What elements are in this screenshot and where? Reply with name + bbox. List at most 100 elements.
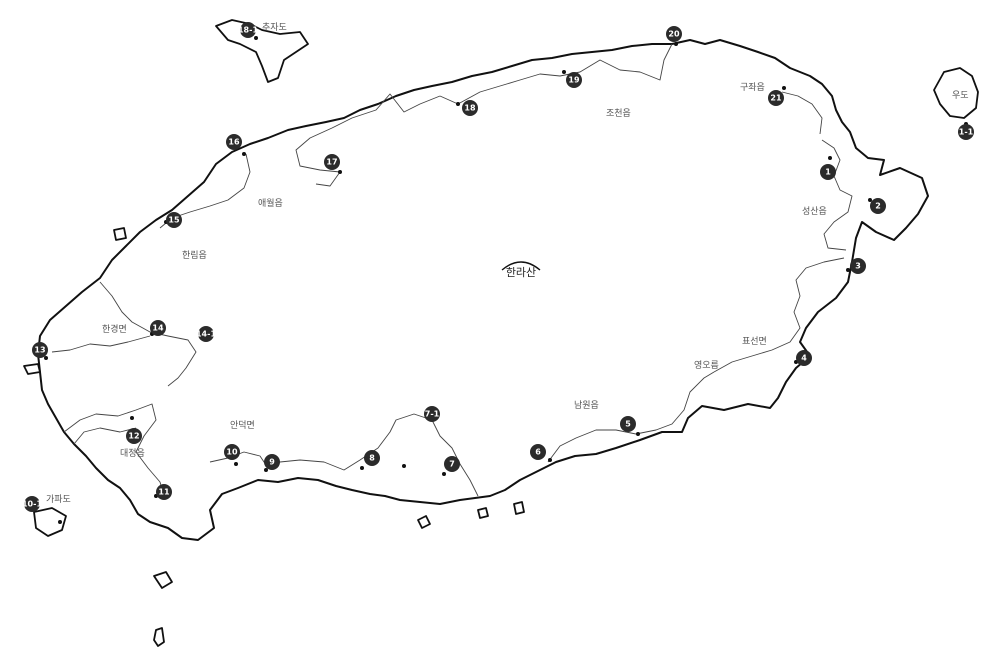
location-dot	[58, 520, 62, 524]
region-label-gujwa: 구좌읍	[740, 82, 765, 93]
marker-21[interactable]: 21	[768, 90, 784, 106]
svg-text:4: 4	[801, 354, 807, 363]
svg-text:20: 20	[668, 30, 680, 39]
svg-text:10-1: 10-1	[22, 500, 42, 509]
hallasan-peak-symbol	[501, 261, 541, 271]
region-label-andeok: 안덕면	[230, 420, 255, 431]
location-dot	[846, 268, 850, 272]
islet-south-3	[513, 501, 525, 515]
location-dot	[130, 416, 134, 420]
location-dot	[44, 356, 48, 360]
hallasan-label: 한라산	[506, 266, 536, 279]
location-dot	[674, 42, 678, 46]
region-label-hangyeong: 한경면	[102, 323, 127, 335]
gapado-island	[33, 507, 67, 537]
svg-text:14: 14	[152, 324, 164, 333]
location-dot	[242, 152, 246, 156]
marker-13[interactable]: 13	[32, 342, 48, 358]
boundary-seongsan-gujwa	[821, 139, 853, 251]
islet-south-1	[153, 571, 173, 589]
location-dot	[828, 156, 832, 160]
region-label-hallim: 한림읍	[182, 249, 207, 261]
svg-text:18-1: 18-1	[238, 26, 258, 35]
svg-text:1-1: 1-1	[959, 128, 974, 137]
location-dot	[868, 198, 872, 202]
svg-text:1: 1	[825, 168, 831, 177]
marker-10-1[interactable]: 10-1	[22, 496, 42, 512]
region-label-yeongoreum: 영오름	[694, 360, 719, 371]
marker-7[interactable]: 7	[444, 456, 460, 472]
islet-south-2	[417, 515, 431, 529]
svg-text:10: 10	[226, 448, 238, 457]
svg-text:17: 17	[326, 158, 337, 167]
udo-island	[933, 67, 979, 119]
marado-island	[153, 627, 165, 647]
marker-5[interactable]: 5	[620, 416, 636, 432]
svg-text:5: 5	[625, 420, 631, 429]
boundary-namwon-pyoseon	[547, 371, 715, 463]
islet-west-1	[23, 363, 41, 375]
region-label-namwon: 남원읍	[574, 400, 599, 411]
svg-text:15: 15	[168, 216, 180, 225]
boundary-daejeong-andeok	[63, 403, 165, 497]
marker-14-1[interactable]: 14-1	[196, 326, 216, 342]
numbered-markers: 1 1-1 2 3 4 5 6 7 7-1 8 9 10 10-1 11 12 …	[22, 22, 974, 512]
islet-north-1	[113, 227, 127, 241]
svg-text:12: 12	[128, 432, 139, 441]
region-label-seongsan: 성산읍	[802, 206, 827, 217]
svg-text:18: 18	[464, 104, 476, 113]
svg-text:19: 19	[568, 76, 580, 85]
marker-2[interactable]: 2	[870, 198, 886, 214]
location-dot	[254, 36, 258, 40]
marker-1[interactable]: 1	[820, 164, 836, 180]
svg-text:7-1: 7-1	[425, 410, 440, 419]
location-dot	[456, 102, 460, 106]
marker-15[interactable]: 15	[166, 212, 182, 228]
boundary-hangyeong-daejeong	[51, 335, 151, 353]
region-label-udo: 우도	[952, 90, 969, 101]
location-dot	[636, 432, 640, 436]
boundary-hallim-hangyeong	[99, 281, 197, 387]
location-dot	[234, 462, 238, 466]
marker-14[interactable]: 14	[150, 320, 166, 336]
location-dot	[442, 472, 446, 476]
location-dot	[402, 464, 406, 468]
svg-text:21: 21	[770, 94, 782, 103]
marker-6[interactable]: 6	[530, 444, 546, 460]
jeju-main-island	[37, 39, 929, 541]
region-label-jocheon: 조천읍	[606, 108, 631, 119]
svg-text:7: 7	[449, 460, 455, 469]
islet-south-4	[477, 507, 489, 519]
region-label-gapado: 가파도	[46, 494, 71, 505]
boundary-pyoseon-seongsan	[713, 257, 845, 373]
chujado-island	[215, 19, 309, 83]
marker-17[interactable]: 17	[324, 154, 340, 170]
region-labels: 추자도 우도 조천읍 구좌읍 애월읍 성산읍 한림읍 한경면 표선면 영오름 남…	[46, 22, 969, 505]
svg-text:11: 11	[158, 488, 170, 497]
marker-1-1[interactable]: 1-1	[958, 124, 974, 140]
region-label-chuja: 추자도	[262, 22, 287, 33]
region-label-daejeong: 대정읍	[120, 448, 145, 459]
marker-18-1[interactable]: 18-1	[238, 22, 258, 38]
svg-text:9: 9	[269, 458, 275, 467]
location-dot	[264, 468, 268, 472]
marker-7-1[interactable]: 7-1	[424, 406, 440, 422]
marker-9[interactable]: 9	[264, 454, 280, 470]
marker-16[interactable]: 16	[226, 134, 242, 150]
location-dots	[44, 36, 968, 524]
location-dot	[548, 458, 552, 462]
marker-20[interactable]: 20	[666, 26, 682, 42]
location-dot	[360, 466, 364, 470]
marker-3[interactable]: 3	[850, 258, 866, 274]
marker-4[interactable]: 4	[796, 350, 812, 366]
region-label-pyoseon: 표선면	[742, 336, 767, 347]
marker-8[interactable]: 8	[364, 450, 380, 466]
marker-12[interactable]: 12	[126, 428, 142, 444]
marker-18[interactable]: 18	[462, 100, 478, 116]
marker-10[interactable]: 10	[224, 444, 240, 460]
marker-19[interactable]: 19	[566, 72, 582, 88]
marker-11[interactable]: 11	[156, 484, 172, 500]
svg-text:3: 3	[855, 262, 861, 271]
svg-text:13: 13	[34, 346, 45, 355]
